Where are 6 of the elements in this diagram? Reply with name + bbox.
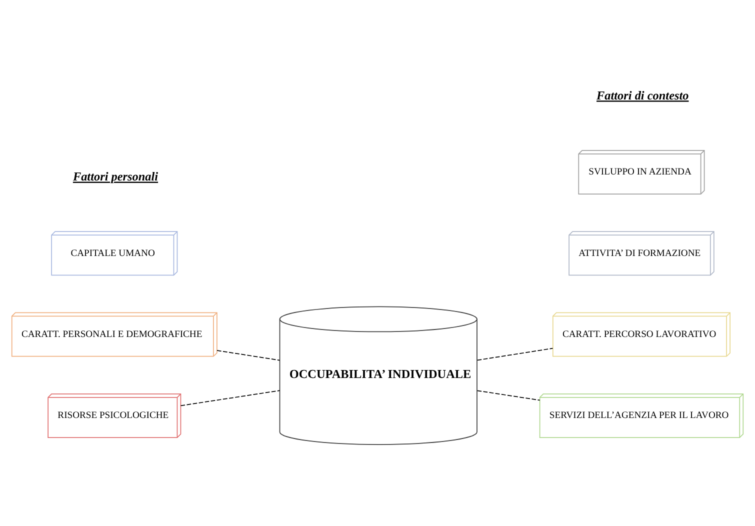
label: Fattori di contesto: [596, 88, 689, 103]
connector: [476, 348, 554, 361]
connector: [180, 390, 280, 406]
connector: [216, 350, 280, 361]
label: Fattori personali: [72, 170, 158, 184]
connector: [476, 390, 540, 401]
